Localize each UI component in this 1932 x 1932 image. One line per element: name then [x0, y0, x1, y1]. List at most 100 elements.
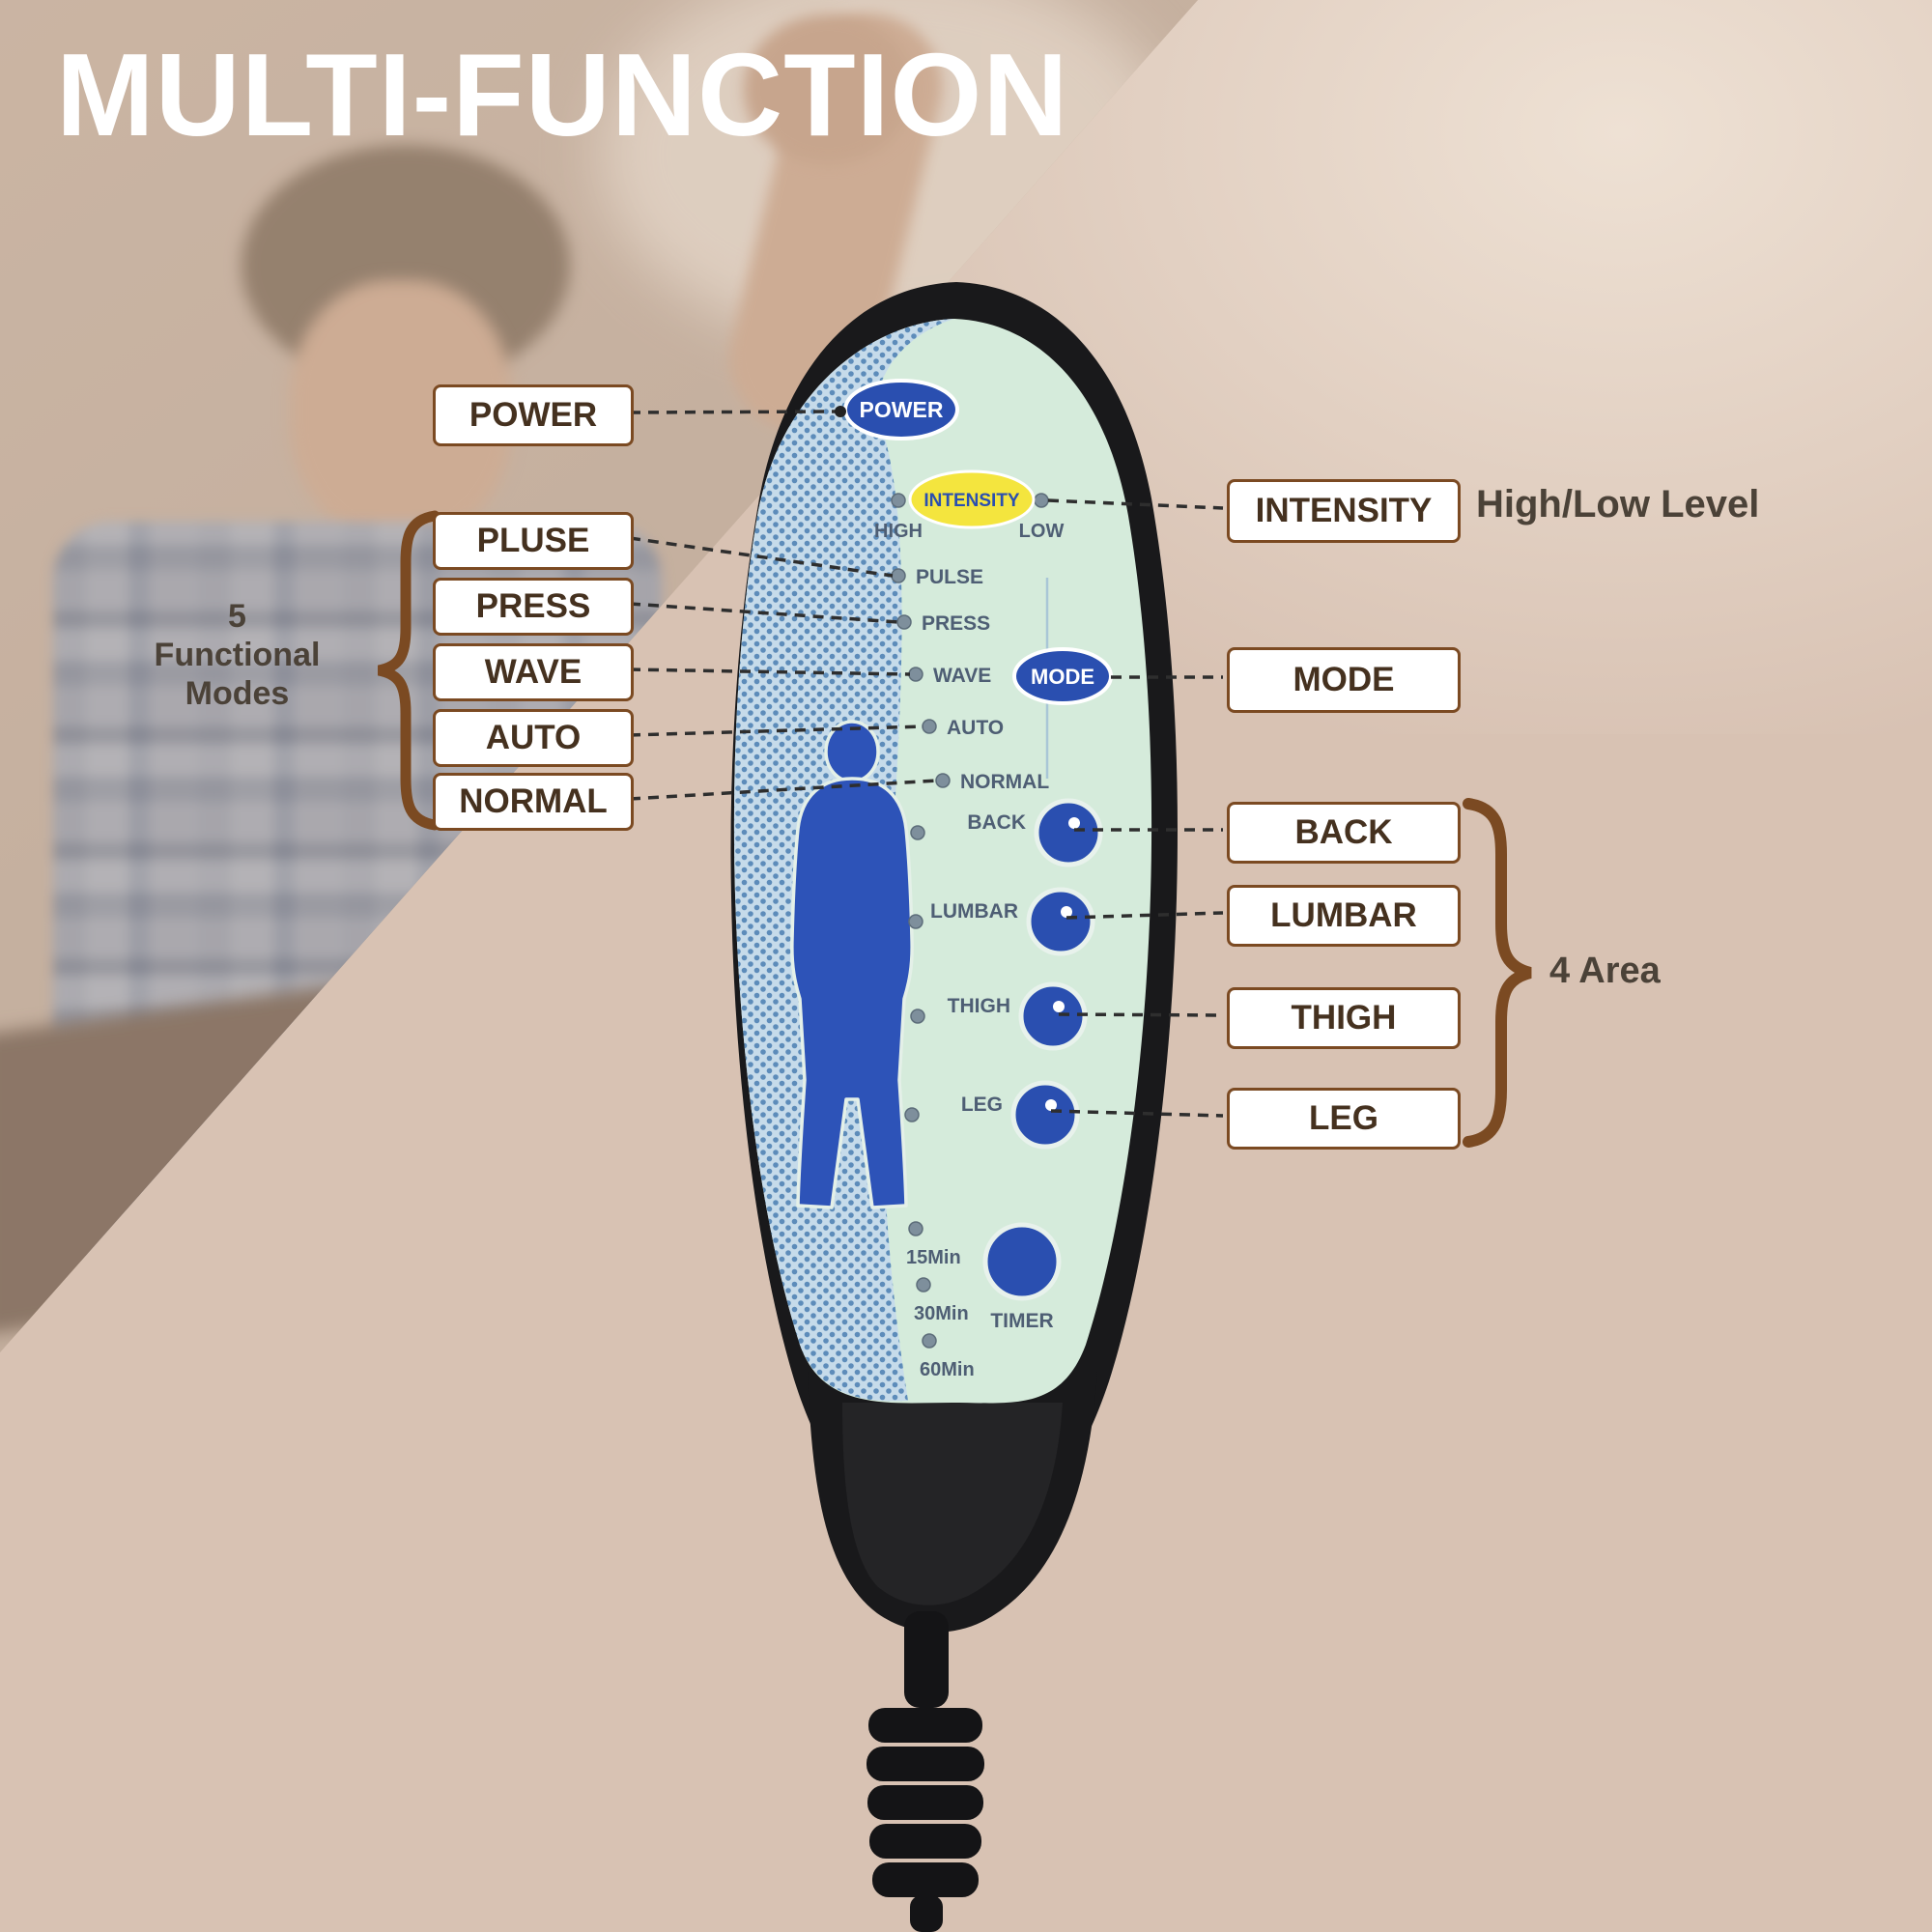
callout-leg-label: LEG — [1309, 1099, 1378, 1137]
callout-wave-label: WAVE — [484, 653, 582, 691]
power-connector-dot — [835, 406, 846, 417]
mode-button: MODE — [1012, 647, 1113, 705]
mode-led-list: PULSE PRESS WAVE AUTO NORMAL — [891, 566, 1049, 793]
mode-button-label: MODE — [1031, 665, 1094, 689]
power-button-label: POWER — [860, 397, 944, 422]
connector-lines — [629, 410, 1224, 1118]
intensity-high-led — [891, 493, 906, 508]
power-button: POWER — [843, 379, 959, 440]
callout-normal: NORMAL — [433, 773, 634, 831]
wave-led — [908, 667, 923, 682]
lumbar-area-label: LUMBAR — [930, 900, 1018, 923]
pulse-led — [891, 568, 906, 583]
auto-led — [922, 719, 937, 734]
cord-coil — [867, 1785, 983, 1820]
intensity-high-label: HIGH — [874, 521, 923, 542]
press-led-label: PRESS — [922, 612, 990, 635]
connector-wave — [629, 668, 911, 676]
lumbar-led — [908, 914, 923, 929]
normal-led — [935, 773, 951, 788]
connector-auto — [629, 724, 924, 737]
modes-group-line1: 5 — [228, 598, 246, 635]
timer-led-60 — [922, 1333, 937, 1349]
thigh-button-highlight — [1053, 1001, 1065, 1012]
leg-area-label: LEG — [961, 1094, 1003, 1116]
modes-group-line2: Functional — [154, 637, 321, 674]
connector-normal — [629, 779, 938, 801]
modes-group-label: 5 Functional Modes — [114, 597, 360, 713]
areas-brace — [1463, 798, 1532, 1148]
callout-press-label: PRESS — [475, 587, 591, 625]
intensity-note: High/Low Level — [1476, 483, 1760, 526]
remote-handle-seam — [842, 1403, 1063, 1605]
thigh-led — [910, 1009, 925, 1024]
intensity-button: INTENSITY HIGH LOW — [874, 469, 1065, 542]
timer-section: 15Min 30Min 60Min TIMER — [906, 1221, 1062, 1380]
connector-leg — [1050, 1109, 1224, 1118]
lumbar-button-highlight — [1061, 906, 1072, 918]
callout-lumbar: LUMBAR — [1227, 885, 1461, 947]
back-area-label: BACK — [967, 811, 1026, 834]
timer-button-label: TIMER — [990, 1310, 1053, 1332]
callout-normal-label: NORMAL — [459, 782, 608, 820]
callout-mode: MODE — [1227, 647, 1461, 713]
press-led — [896, 614, 912, 630]
timer-15-label: 15Min — [906, 1247, 961, 1268]
callout-auto-label: AUTO — [485, 719, 582, 756]
back-button-highlight — [1068, 817, 1080, 829]
page-title: MULTI-FUNCTION — [56, 29, 1069, 160]
auto-led-label: AUTO — [947, 717, 1004, 739]
callout-thigh-label: THIGH — [1291, 999, 1397, 1037]
cord-coil — [872, 1862, 979, 1897]
thigh-button — [1018, 981, 1088, 1051]
intensity-button-label: INTENSITY — [923, 491, 1020, 511]
power-cord — [867, 1611, 984, 1932]
cord-coil — [869, 1824, 981, 1859]
cord-coil — [867, 1747, 984, 1781]
pulse-led-label: PULSE — [916, 566, 983, 588]
leg-button — [1010, 1080, 1080, 1150]
modes-group-line3: Modes — [185, 675, 290, 713]
timer-led-30 — [916, 1277, 931, 1293]
timer-60-label: 60Min — [920, 1359, 975, 1380]
connector-pluse — [629, 536, 894, 578]
callout-power: POWER — [433, 384, 634, 446]
areas-group-label: 4 Area — [1549, 951, 1661, 991]
area-buttons: BACK LUMBAR THIGH LEG — [904, 798, 1103, 1150]
thigh-area-label: THIGH — [948, 995, 1010, 1017]
timer-button — [982, 1222, 1062, 1301]
callout-power-label: POWER — [469, 396, 598, 434]
callout-lumbar-label: LUMBAR — [1270, 896, 1417, 934]
intensity-low-label: LOW — [1019, 521, 1065, 542]
cord-coil — [868, 1708, 982, 1743]
callout-intensity-label: INTENSITY — [1255, 492, 1433, 529]
connector-press — [629, 602, 899, 624]
back-led — [910, 825, 925, 840]
callout-leg: LEG — [1227, 1088, 1461, 1150]
connector-lumbar — [1065, 911, 1224, 920]
callout-wave: WAVE — [433, 643, 634, 701]
callout-auto: AUTO — [433, 709, 634, 767]
callout-intensity: INTENSITY — [1227, 479, 1461, 543]
callout-mode-label: MODE — [1293, 661, 1395, 698]
back-button — [1034, 798, 1103, 867]
callout-back-label: BACK — [1294, 813, 1393, 851]
timer-30-label: 30Min — [914, 1303, 969, 1324]
callout-pluse-label: PLUSE — [476, 522, 590, 559]
leg-led — [904, 1107, 920, 1122]
callout-pluse: PLUSE — [433, 512, 634, 570]
wave-led-label: WAVE — [933, 665, 991, 687]
callout-thigh: THIGH — [1227, 987, 1461, 1049]
callout-press: PRESS — [433, 578, 634, 636]
timer-led-15 — [908, 1221, 923, 1236]
connector-thigh — [1058, 1012, 1224, 1017]
intensity-low-led — [1034, 493, 1049, 508]
leg-button-highlight — [1045, 1099, 1057, 1111]
lumbar-button — [1026, 887, 1095, 956]
normal-led-label: NORMAL — [960, 771, 1049, 793]
photo-man-fist — [744, 14, 913, 164]
callout-back: BACK — [1227, 802, 1461, 864]
modes-brace — [377, 510, 440, 831]
